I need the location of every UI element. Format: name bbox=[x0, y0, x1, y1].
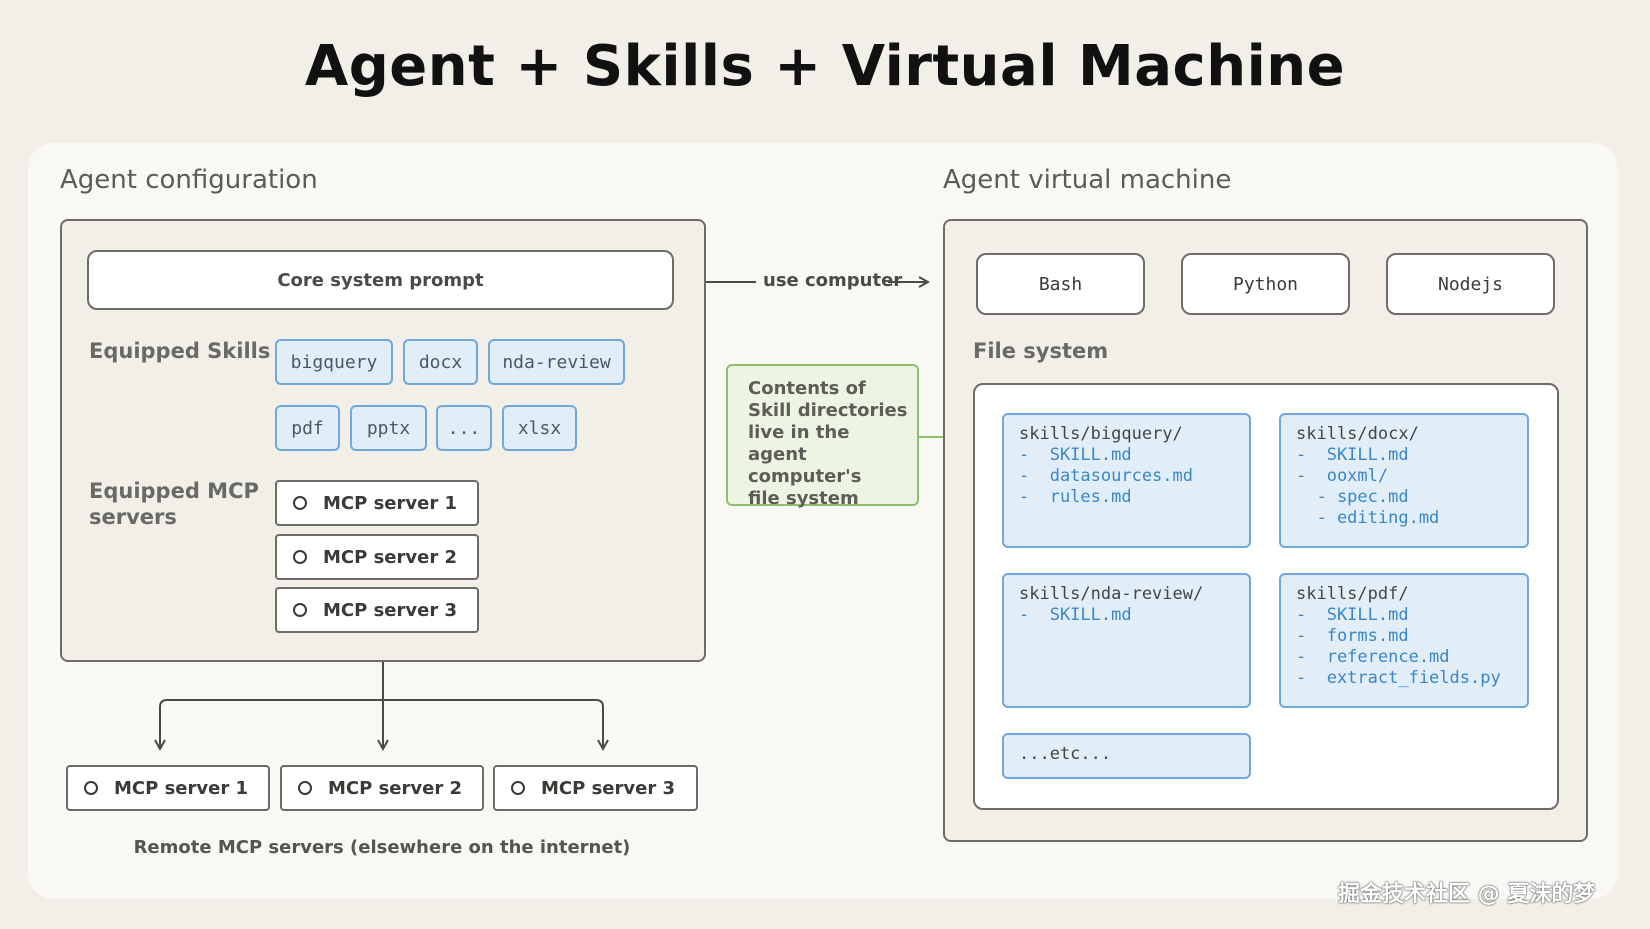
note-line: live in the bbox=[748, 422, 850, 443]
vm-heading: Agent virtual machine bbox=[943, 165, 1232, 195]
skill-nda-review: nda-review bbox=[488, 339, 625, 385]
file-item: - SKILL.md bbox=[1019, 445, 1132, 465]
file-item: - SKILL.md bbox=[1296, 605, 1409, 625]
mcp-server-label: MCP server 1 bbox=[114, 777, 248, 799]
server-icon bbox=[293, 496, 307, 510]
mcp-server-label: MCP server 1 bbox=[323, 492, 457, 514]
dir-name: skills/pdf/ bbox=[1296, 584, 1409, 604]
remote-mcp-server-3: MCP server 3 bbox=[493, 765, 698, 811]
skill-xlsx: xlsx bbox=[502, 405, 577, 451]
mcp-server-label: MCP server 3 bbox=[323, 599, 457, 621]
file-item: - editing.md bbox=[1296, 508, 1440, 528]
file-item: - ooxml/ bbox=[1296, 466, 1389, 486]
mcp-server-label: MCP server 3 bbox=[541, 777, 675, 799]
note-line: Contents of bbox=[748, 378, 866, 399]
server-icon bbox=[511, 781, 525, 795]
runtime-nodejs: Nodejs bbox=[1386, 253, 1555, 315]
file-item: - datasources.md bbox=[1019, 466, 1193, 486]
equipped-mcp-server-1: MCP server 1 bbox=[275, 480, 479, 526]
skill-directories-note: Contents of Skill directories live in th… bbox=[726, 364, 919, 509]
skill-pdf: pdf bbox=[275, 405, 340, 451]
file-system-label: File system bbox=[973, 339, 1109, 363]
file-item: - SKILL.md bbox=[1019, 605, 1132, 625]
dir-name: skills/bigquery/ bbox=[1019, 424, 1183, 444]
file-item: - spec.md bbox=[1296, 487, 1409, 507]
server-icon bbox=[298, 781, 312, 795]
dir-name: skills/nda-review/ bbox=[1019, 584, 1204, 604]
remote-mcp-server-1: MCP server 1 bbox=[66, 765, 270, 811]
watermark: 掘金技术社区 @ 夏沫的梦 bbox=[1338, 882, 1596, 907]
dir-pdf: skills/pdf/ - SKILL.md - forms.md - refe… bbox=[1279, 573, 1529, 708]
remote-mcp-caption: Remote MCP servers (elsewhere on the int… bbox=[133, 837, 631, 858]
server-icon bbox=[84, 781, 98, 795]
mcp-server-label: MCP server 2 bbox=[323, 546, 457, 568]
equipped-mcp-server-3: MCP server 3 bbox=[275, 587, 479, 633]
equipped-mcp-label: Equipped MCP servers bbox=[89, 479, 259, 529]
remote-mcp-server-2: MCP server 2 bbox=[280, 765, 484, 811]
dir-name: skills/docx/ bbox=[1296, 424, 1419, 444]
file-item: - rules.md bbox=[1019, 487, 1132, 507]
skill-bigquery: bigquery bbox=[275, 339, 393, 385]
dir-etc: ...etc... bbox=[1002, 733, 1251, 779]
note-line: agent computer's bbox=[748, 444, 862, 487]
mcp-branch bbox=[159, 699, 604, 745]
skill-pptx: pptx bbox=[350, 405, 427, 451]
server-icon bbox=[293, 550, 307, 564]
file-item: - SKILL.md bbox=[1296, 445, 1409, 465]
dir-docx: skills/docx/ - SKILL.md - ooxml/ - spec.… bbox=[1279, 413, 1529, 548]
server-icon bbox=[293, 603, 307, 617]
equipped-skills-label: Equipped Skills bbox=[89, 339, 271, 363]
file-item: - reference.md bbox=[1296, 647, 1450, 667]
mcp-server-label: MCP server 2 bbox=[328, 777, 462, 799]
file-item: - extract_fields.py bbox=[1296, 668, 1501, 688]
core-system-prompt: Core system prompt bbox=[87, 250, 674, 310]
note-line: file system bbox=[748, 488, 859, 509]
use-computer-label: use computer bbox=[763, 270, 903, 291]
runtime-python: Python bbox=[1181, 253, 1350, 315]
note-line: Skill directories bbox=[748, 400, 908, 421]
skill-more: ... bbox=[436, 405, 492, 451]
page-title: Agent + Skills + Virtual Machine bbox=[304, 34, 1346, 99]
dir-nda-review: skills/nda-review/ - SKILL.md bbox=[1002, 573, 1251, 708]
dir-bigquery: skills/bigquery/ - SKILL.md - datasource… bbox=[1002, 413, 1251, 548]
agent-config-heading: Agent configuration bbox=[60, 165, 318, 195]
equipped-mcp-server-2: MCP server 2 bbox=[275, 534, 479, 580]
file-item: - forms.md bbox=[1296, 626, 1409, 646]
runtime-bash: Bash bbox=[976, 253, 1145, 315]
skill-docx: docx bbox=[403, 339, 478, 385]
